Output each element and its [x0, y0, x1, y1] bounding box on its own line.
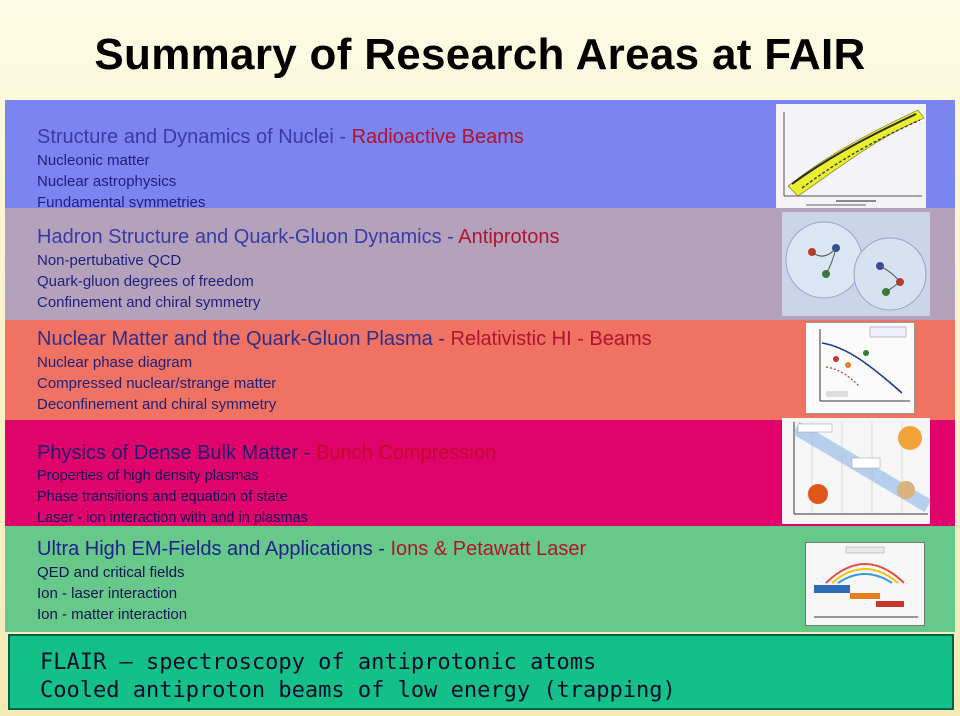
- list-item: Fundamental symmetries: [37, 194, 206, 211]
- list-item: Deconfinement and chiral symmetry: [37, 396, 277, 413]
- laser-ion-diagram-icon: [805, 542, 925, 626]
- section-heading: Physics of Dense Bulk Matter - Bunch Com…: [37, 440, 757, 466]
- list-item: Ion - matter interaction: [37, 606, 188, 623]
- section-text: Physics of Dense Bulk Matter - Bunch Com…: [37, 440, 757, 529]
- heading-separator: -: [372, 538, 391, 560]
- slide-title: Summary of Research Areas at FAIR: [94, 30, 866, 79]
- heading-beam: Relativistic HI - Beams: [450, 328, 652, 350]
- list-item: Compressed nuclear/strange matter: [37, 375, 277, 392]
- list-item: Properties of high density plasmas: [37, 468, 259, 484]
- heading-separator: -: [432, 328, 451, 350]
- phase-diagram-icon: [805, 322, 915, 414]
- section-text: Structure and Dynamics of Nuclei - Radio…: [37, 124, 757, 213]
- heading-beam: Ions & Petawatt Laser: [390, 538, 587, 560]
- section-text: Ultra High EM-Fields and Applications - …: [37, 536, 757, 625]
- section-heading: Structure and Dynamics of Nuclei - Radio…: [37, 124, 757, 150]
- list-item: Non-pertubative QCD: [37, 252, 182, 269]
- plasma-density-chart-icon: [782, 418, 930, 524]
- heading-separator: -: [441, 226, 459, 248]
- list-item: Laser - ion interaction with and in plas…: [37, 510, 308, 526]
- section-qgp: Nuclear Matter and the Quark-Gluon Plasm…: [5, 320, 955, 420]
- section-text: Hadron Structure and Quark-Gluon Dynamic…: [37, 224, 757, 313]
- heading-beam: Radioactive Beams: [351, 126, 524, 148]
- hadron-spheres-icon: [782, 212, 930, 316]
- heading-separator: -: [333, 126, 352, 148]
- flair-line: FLAIR – spectroscopy of antiprotonic ato…: [40, 650, 597, 675]
- flair-line: Cooled antiproton beams of low energy (t…: [40, 678, 676, 703]
- section-heading: Hadron Structure and Quark-Gluon Dynamic…: [37, 224, 757, 250]
- nuclide-chart-icon: [776, 104, 926, 208]
- heading-beam: Antiprotons: [458, 226, 560, 248]
- flair-box: FLAIR – spectroscopy of antiprotonic ato…: [8, 634, 954, 710]
- heading-beam: Bunch Compression: [316, 442, 497, 464]
- heading-separator: -: [298, 442, 316, 464]
- heading-topic: Structure and Dynamics of Nuclei: [37, 126, 334, 148]
- heading-topic: Physics of Dense Bulk Matter: [37, 442, 299, 464]
- list-item: Nuclear astrophysics: [37, 173, 177, 190]
- list-item: QED and critical fields: [37, 564, 185, 581]
- section-text: Nuclear Matter and the Quark-Gluon Plasm…: [37, 326, 757, 415]
- heading-topic: Hadron Structure and Quark-Gluon Dynamic…: [37, 226, 442, 248]
- list-item: Ion - laser interaction: [37, 585, 178, 602]
- heading-topic: Ultra High EM-Fields and Applications: [37, 538, 373, 560]
- list-item: Confinement and chiral symmetry: [37, 294, 261, 311]
- list-item: Phase transitions and equation of state: [37, 489, 288, 505]
- list-item: Nuclear phase diagram: [37, 354, 193, 371]
- list-item: Nucleonic matter: [37, 152, 150, 169]
- section-heading: Nuclear Matter and the Quark-Gluon Plasm…: [37, 326, 757, 352]
- heading-topic: Nuclear Matter and the Quark-Gluon Plasm…: [37, 328, 433, 350]
- section-em-fields: Ultra High EM-Fields and Applications - …: [5, 526, 955, 632]
- list-item: Quark-gluon degrees of freedom: [37, 273, 254, 290]
- section-heading: Ultra High EM-Fields and Applications - …: [37, 536, 757, 562]
